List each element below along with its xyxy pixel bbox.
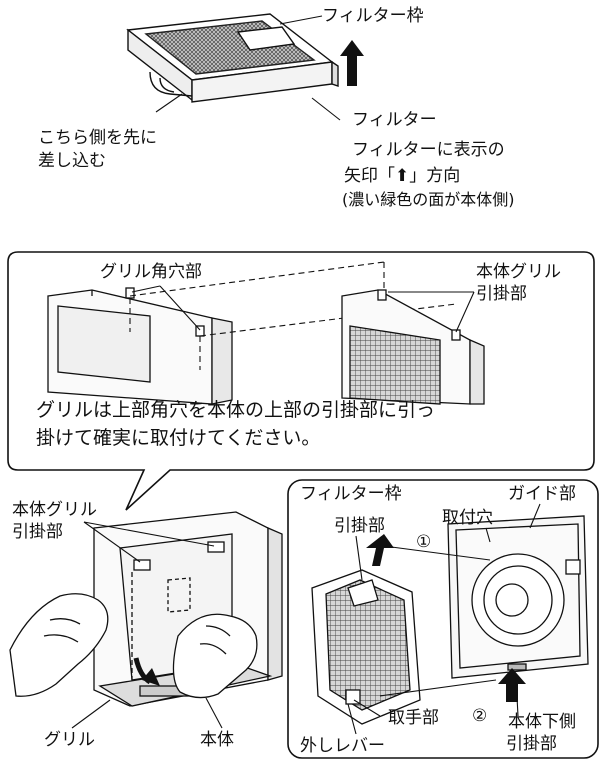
label-arrow-note-3: (濃い緑色の面が本体側) (342, 190, 515, 209)
leader-lines-bottom-right (347, 503, 541, 735)
label-insert-side-2: 差し込む (38, 151, 106, 171)
up-arrow-icon (340, 40, 364, 86)
grille-back-drawing (47, 287, 233, 405)
label-grille-square-hole: グリル角穴部 (100, 262, 202, 282)
label-insert-side-1: こちら側を先に (38, 128, 157, 148)
leader-lines-bottom-left (71, 521, 223, 729)
step-arrows (366, 534, 526, 702)
label-arrow-note-2: 矢印「⬆」方向 (344, 166, 461, 186)
instruction-line-1: グリルは上部角穴を本体の上部の引掛部に引っ (36, 399, 436, 421)
label-mount-hole: 取付穴 (442, 508, 493, 528)
filter-panel-drawing (311, 569, 421, 725)
label-grille: グリル (44, 730, 95, 750)
body-drawing-mid (341, 289, 485, 405)
instruction-line-2: 掛けて確実に取付けてください。 (36, 427, 321, 449)
label-body: 本体 (200, 730, 234, 750)
body-fan-drawing (447, 515, 589, 679)
leader-lines-top (155, 15, 341, 121)
label-hook: 引掛部 (334, 516, 385, 536)
label-body-grille-hook-mid-1: 本体グリル (476, 262, 561, 282)
label-body-grille-hook-left-1: 本体グリル (12, 500, 97, 520)
label-handle: 取手部 (388, 708, 439, 728)
label-filter-frame-bottom: フィルター枠 (300, 484, 402, 504)
instruction-callout: グリルは上部角穴を本体の上部の引掛部に引っ 掛けて確実に取付けてください。 (36, 396, 588, 458)
label-filter-frame-top: フィルター枠 (322, 6, 424, 26)
label-release-lever: 外しレバー (300, 736, 385, 756)
label-filter: フィルター (352, 110, 437, 130)
leader-lines-mid (131, 285, 475, 333)
label-body-grille-hook-mid-2: 引掛部 (476, 284, 527, 304)
label-step-2: ② (472, 706, 488, 726)
insert-direction-arrow-icon (133, 657, 160, 686)
label-arrow-note-1: フィルターに表示の (352, 140, 505, 160)
filter-frame-drawing (126, 13, 339, 103)
label-lower-hook-2: 引掛部 (506, 734, 557, 754)
label-lower-hook-1: 本体下側 (508, 712, 576, 732)
label-body-grille-hook-left-2: 引掛部 (12, 522, 63, 542)
label-guide: ガイド部 (508, 484, 576, 504)
label-step-1: ① (416, 532, 432, 552)
